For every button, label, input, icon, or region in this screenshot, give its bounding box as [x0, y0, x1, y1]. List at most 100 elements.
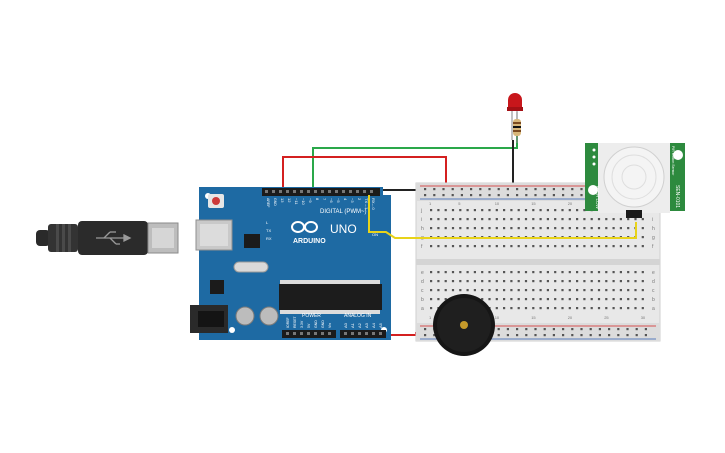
breadboard-hole[interactable] — [546, 218, 549, 221]
pir-motion-sensor[interactable]: HIGH LOW SEN-0101 PIR Motion Sensor — [585, 143, 685, 218]
breadboard-hole[interactable] — [495, 280, 498, 283]
breadboard-hole[interactable] — [583, 289, 586, 292]
breadboard-hole[interactable] — [495, 209, 498, 212]
breadboard-hole[interactable] — [488, 218, 491, 221]
header-pin[interactable] — [358, 332, 361, 335]
breadboard-hole[interactable] — [627, 280, 630, 283]
breadboard-hole[interactable] — [576, 245, 579, 248]
rail-hole[interactable] — [589, 328, 592, 331]
red-led[interactable] — [507, 93, 523, 140]
breadboard-hole[interactable] — [524, 289, 528, 292]
breadboard-hole[interactable] — [488, 245, 491, 248]
breadboard-hole[interactable] — [524, 227, 528, 230]
breadboard-hole[interactable] — [517, 227, 520, 230]
breadboard-hole[interactable] — [430, 245, 433, 248]
breadboard-hole[interactable] — [495, 245, 498, 248]
breadboard-hole[interactable] — [503, 245, 506, 248]
breadboard-hole[interactable] — [495, 289, 498, 292]
breadboard-hole[interactable] — [451, 271, 455, 274]
header-pin[interactable] — [307, 332, 310, 335]
breadboard-hole[interactable] — [634, 280, 637, 283]
breadboard-hole[interactable] — [488, 209, 491, 212]
breadboard-hole[interactable] — [627, 245, 630, 248]
rail-hole[interactable] — [552, 328, 555, 331]
breadboard-hole[interactable] — [459, 218, 462, 221]
breadboard-hole[interactable] — [546, 289, 549, 292]
rail-hole[interactable] — [497, 334, 500, 337]
breadboard-hole[interactable] — [568, 307, 571, 310]
header-pin[interactable] — [300, 190, 303, 193]
digital-pin-header[interactable] — [265, 190, 373, 193]
breadboard-hole[interactable] — [634, 218, 637, 221]
breadboard-hole[interactable] — [451, 289, 455, 292]
breadboard-hole[interactable] — [510, 227, 513, 230]
breadboard-hole[interactable] — [495, 307, 498, 310]
breadboard-hole[interactable] — [568, 245, 571, 248]
header-pin[interactable] — [379, 332, 382, 335]
breadboard-hole[interactable] — [627, 298, 630, 301]
breadboard-hole[interactable] — [612, 245, 615, 248]
rail-hole[interactable] — [543, 328, 546, 331]
breadboard-hole[interactable] — [605, 218, 608, 221]
breadboard-hole[interactable] — [532, 289, 535, 292]
breadboard-hole[interactable] — [590, 271, 593, 274]
rail-hole[interactable] — [479, 194, 482, 197]
breadboard-hole[interactable] — [612, 218, 615, 221]
rail-hole[interactable] — [424, 188, 427, 191]
rail-hole[interactable] — [580, 334, 583, 337]
rail-hole[interactable] — [534, 328, 537, 331]
breadboard-hole[interactable] — [619, 289, 622, 292]
breadboard-hole[interactable] — [524, 218, 528, 221]
breadboard-hole[interactable] — [605, 280, 608, 283]
rail-hole[interactable] — [433, 194, 436, 197]
breadboard-hole[interactable] — [561, 280, 564, 283]
breadboard-hole[interactable] — [554, 289, 557, 292]
breadboard-hole[interactable] — [568, 271, 571, 274]
breadboard-hole[interactable] — [437, 280, 440, 283]
breadboard-hole[interactable] — [481, 218, 484, 221]
breadboard-hole[interactable] — [568, 298, 571, 301]
breadboard-hole[interactable] — [546, 280, 549, 283]
breadboard-hole[interactable] — [590, 289, 593, 292]
rail-hole[interactable] — [470, 188, 473, 191]
breadboard-hole[interactable] — [510, 209, 513, 212]
breadboard-hole[interactable] — [576, 307, 579, 310]
breadboard-hole[interactable] — [517, 245, 520, 248]
breadboard-hole[interactable] — [554, 271, 557, 274]
breadboard-hole[interactable] — [583, 218, 586, 221]
breadboard-hole[interactable] — [524, 271, 528, 274]
breadboard-hole[interactable] — [627, 227, 630, 230]
breadboard-hole[interactable] — [437, 245, 440, 248]
breadboard-hole[interactable] — [612, 271, 615, 274]
breadboard-hole[interactable] — [612, 298, 615, 301]
rail-hole[interactable] — [506, 194, 509, 197]
rail-hole[interactable] — [571, 194, 574, 197]
header-pin[interactable] — [349, 190, 352, 193]
breadboard-hole[interactable] — [451, 227, 455, 230]
breadboard-hole[interactable] — [619, 271, 622, 274]
breadboard-hole[interactable] — [539, 289, 542, 292]
breadboard-hole[interactable] — [561, 245, 564, 248]
breadboard-hole[interactable] — [576, 218, 579, 221]
breadboard-hole[interactable] — [451, 218, 455, 221]
breadboard-hole[interactable] — [554, 209, 557, 212]
breadboard-hole[interactable] — [517, 209, 520, 212]
breadboard-hole[interactable] — [576, 280, 579, 283]
breadboard-hole[interactable] — [481, 227, 484, 230]
breadboard-hole[interactable] — [444, 280, 447, 283]
rail-hole[interactable] — [516, 188, 519, 191]
piezo-buzzer[interactable] — [433, 294, 495, 356]
breadboard-hole[interactable] — [597, 227, 601, 230]
rail-hole[interactable] — [525, 188, 528, 191]
breadboard-hole[interactable] — [641, 271, 644, 274]
rail-hole[interactable] — [552, 334, 555, 337]
breadboard-hole[interactable] — [444, 209, 447, 212]
breadboard-hole[interactable] — [576, 289, 579, 292]
breadboard-hole[interactable] — [430, 307, 433, 310]
breadboard-hole[interactable] — [444, 271, 447, 274]
rail-hole[interactable] — [488, 194, 491, 197]
breadboard-hole[interactable] — [590, 280, 593, 283]
breadboard-hole[interactable] — [503, 218, 506, 221]
rail-hole[interactable] — [543, 334, 546, 337]
breadboard-hole[interactable] — [539, 307, 542, 310]
